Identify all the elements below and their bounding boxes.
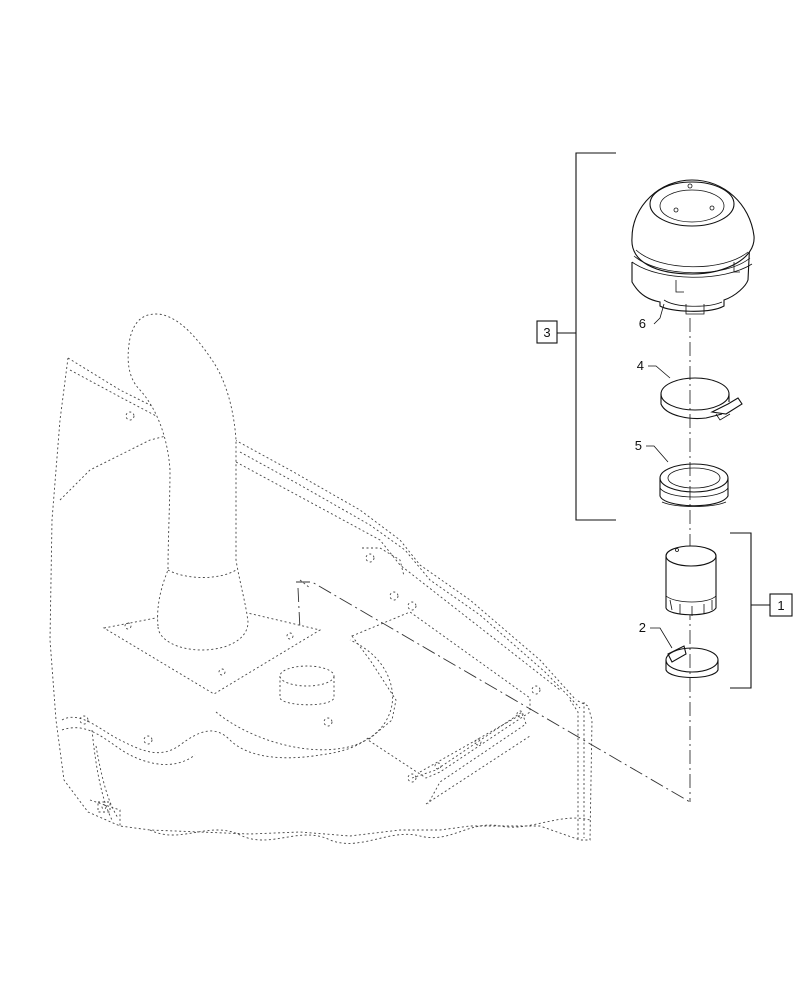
callout-3-label: 3 <box>543 325 550 340</box>
group-bracket-1: 1 <box>730 532 793 689</box>
hose-clamp-4 <box>660 377 743 421</box>
machine-hood-ghost <box>49 357 691 844</box>
callout-6-label: 6 <box>639 316 646 331</box>
callout-4-label: 4 <box>637 358 644 373</box>
adapter-ring-5 <box>659 463 729 507</box>
group-bracket-3: 3 <box>536 152 616 521</box>
precleaner-bowl <box>631 179 755 315</box>
hood-fasteners <box>79 411 541 783</box>
callout-2-label: 2 <box>639 620 646 635</box>
callout-1-label: 1 <box>777 598 784 613</box>
callout-5-label: 5 <box>635 438 642 453</box>
exhaust-stack-ghost <box>102 313 335 706</box>
hose-clamp-2 <box>665 645 719 678</box>
leader-lines <box>646 303 673 649</box>
intake-tube-1 <box>665 545 717 616</box>
